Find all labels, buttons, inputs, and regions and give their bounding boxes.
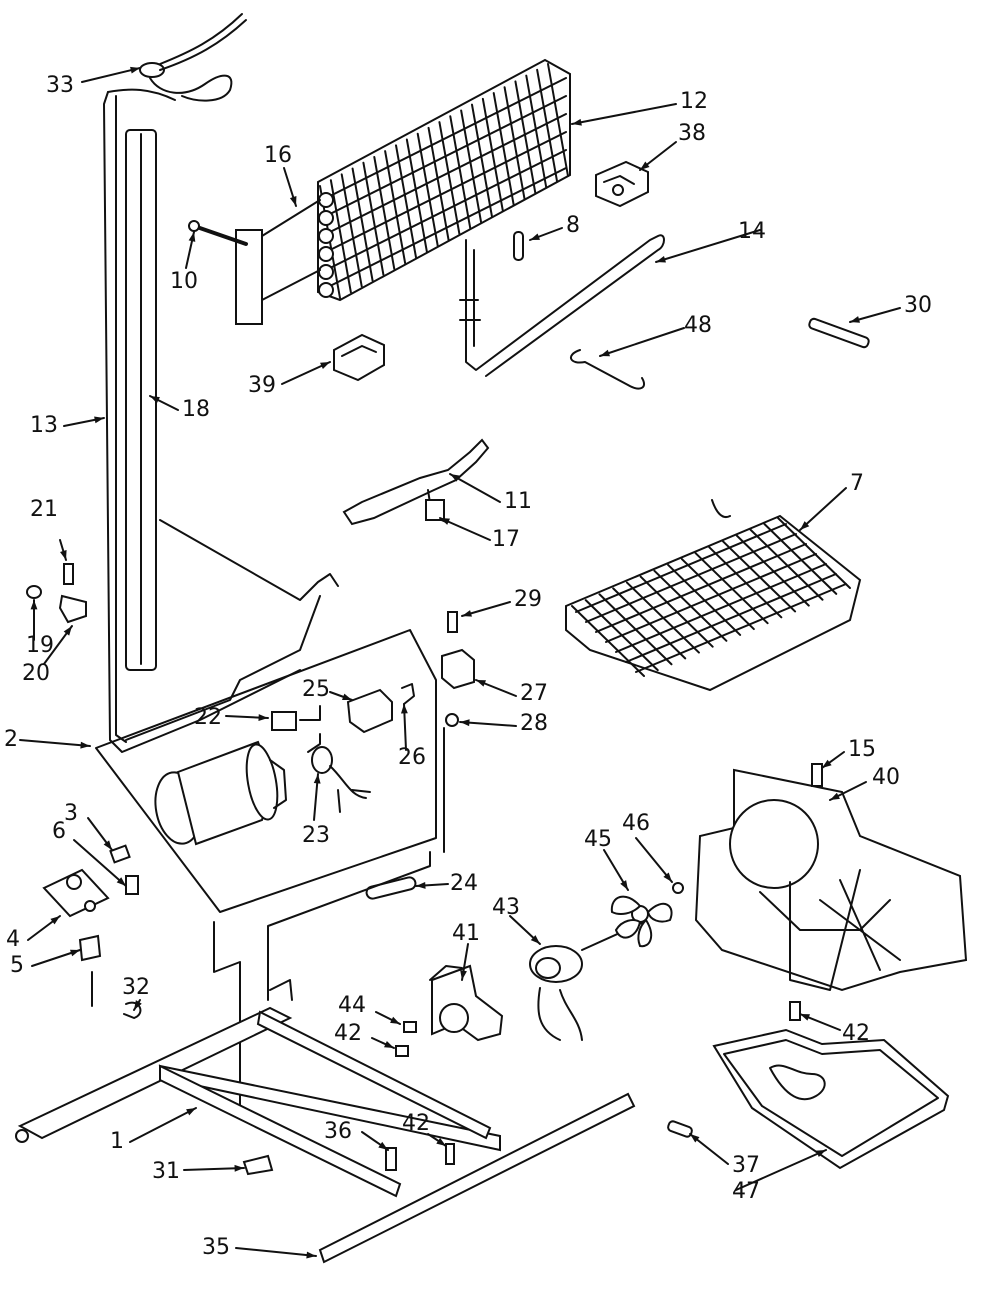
callout-30: 30 — [904, 293, 932, 318]
part-23-cover — [311, 746, 333, 774]
part-42-screw-b — [789, 1001, 801, 1021]
callout-33: 33 — [46, 73, 74, 98]
callout-26: 26 — [398, 745, 426, 770]
callout-45: 45 — [584, 827, 612, 852]
callout-46: 46 — [622, 811, 650, 836]
part-25-overload — [346, 688, 393, 734]
callout-40: 40 — [872, 765, 900, 790]
callout-14: 14 — [738, 219, 766, 244]
callout-36: 36 — [324, 1119, 352, 1144]
callout-37: 37 — [732, 1153, 760, 1178]
part-21-screw — [63, 563, 74, 585]
part-10-screw — [188, 220, 248, 246]
part-14-defrost-heater — [459, 234, 665, 377]
callout-12: 12 — [680, 89, 708, 114]
callout-labels: 33 12 38 16 8 14 10 48 30 39 13 18 11 21… — [4, 73, 932, 1260]
part-48-hook — [570, 349, 646, 390]
part-46-nut — [672, 882, 684, 894]
callout-15: 15 — [848, 737, 876, 762]
part-45-fan-blade — [610, 882, 684, 948]
part-41-43-fan-motor — [395, 921, 645, 1057]
callout-19: 19 — [26, 633, 54, 658]
part-15-screw — [811, 763, 823, 787]
callout-27: 27 — [520, 681, 548, 706]
part-8-clip — [513, 231, 524, 261]
part-42-screw-c — [445, 1143, 455, 1165]
callout-28: 28 — [520, 711, 548, 736]
part-22-relay — [271, 711, 297, 731]
callout-21: 21 — [30, 497, 58, 522]
part-33-thermostat — [139, 13, 247, 102]
part-3-6-4-5-fittings — [42, 844, 139, 962]
part-19-20-bracket — [26, 585, 87, 624]
callout-31: 31 — [152, 1159, 180, 1184]
part-12-evaporator — [235, 58, 571, 325]
callout-7: 7 — [850, 471, 864, 496]
callout-42-c: 42 — [402, 1111, 430, 1136]
part-2-compressor-group — [95, 629, 437, 913]
callout-48: 48 — [684, 313, 712, 338]
callout-43: 43 — [492, 895, 520, 920]
callout-10: 10 — [170, 269, 198, 294]
callout-3: 3 — [64, 801, 78, 826]
leader-lines — [19, 66, 901, 1259]
callout-11: 11 — [504, 489, 532, 514]
part-29-27-28-relay — [441, 611, 475, 727]
callout-20: 20 — [22, 661, 50, 686]
part-1-base-frame — [15, 979, 693, 1264]
callout-16: 16 — [264, 143, 292, 168]
part-42-screw-a — [395, 1045, 409, 1057]
part-36-screw — [385, 1147, 397, 1171]
part-39-block — [333, 333, 385, 382]
part-40-bracket — [694, 763, 968, 1021]
callout-38: 38 — [678, 121, 706, 146]
part-17-clamp — [425, 499, 445, 521]
callout-2: 2 — [4, 727, 18, 752]
callout-29: 29 — [514, 587, 542, 612]
callout-8: 8 — [566, 213, 580, 238]
callout-39: 39 — [248, 373, 276, 398]
part-32-clip — [123, 1001, 142, 1019]
callout-47: 47 — [732, 1179, 760, 1204]
callout-4: 4 — [6, 927, 20, 952]
callout-17: 17 — [492, 527, 520, 552]
callout-24: 24 — [450, 871, 478, 896]
part-38-terminal-block — [595, 160, 649, 208]
callout-5: 5 — [10, 953, 24, 978]
callout-35: 35 — [202, 1235, 230, 1260]
callout-22: 22 — [194, 705, 222, 730]
part-24-tube — [365, 876, 417, 900]
callout-1: 1 — [110, 1129, 124, 1154]
part-13-18-tubing — [103, 88, 339, 753]
part-47-drain-pan — [712, 1028, 950, 1170]
callout-6: 6 — [52, 819, 66, 844]
callout-44: 44 — [338, 993, 366, 1018]
part-26-clip — [401, 683, 415, 705]
callout-23: 23 — [302, 823, 330, 848]
part-37-spacer — [667, 1120, 693, 1138]
callout-25: 25 — [302, 677, 330, 702]
callout-18: 18 — [182, 397, 210, 422]
part-44-screw — [403, 1021, 417, 1033]
callout-42-a: 42 — [334, 1021, 362, 1046]
callout-42-b: 42 — [842, 1021, 870, 1046]
part-11-drier — [342, 438, 490, 526]
callout-32: 32 — [122, 975, 150, 1000]
part-30-strip — [808, 317, 870, 349]
callout-13: 13 — [30, 413, 58, 438]
part-31-clip — [242, 1154, 274, 1176]
part-7-condenser — [565, 499, 862, 692]
callout-41: 41 — [452, 921, 480, 946]
